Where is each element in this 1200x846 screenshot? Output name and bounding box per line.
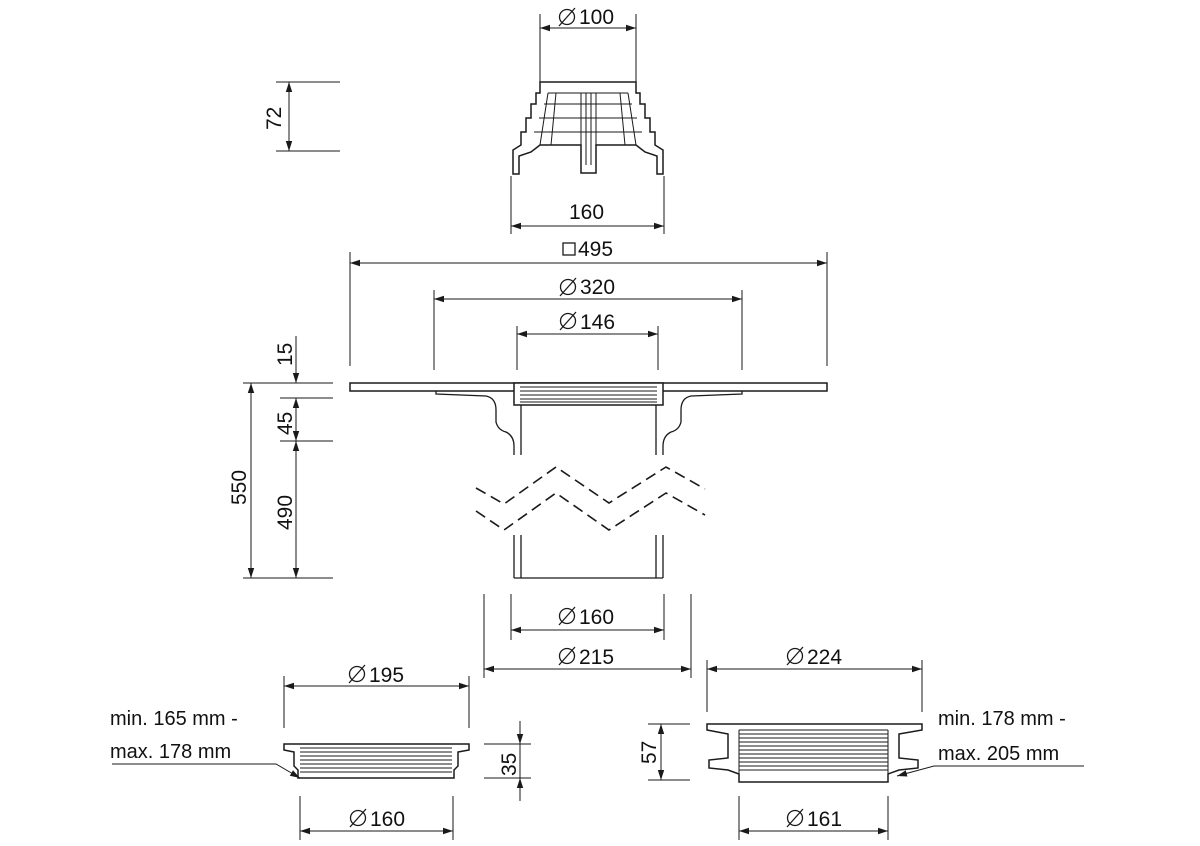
diameter-icon bbox=[786, 808, 804, 828]
dimension-label: 550 bbox=[228, 470, 251, 505]
dimension-label: 215 bbox=[579, 646, 614, 669]
dimension-label: 100 bbox=[579, 6, 614, 29]
dimension-right-ring-height: 57 bbox=[638, 723, 690, 781]
dimension-strainer-height: 72 bbox=[263, 81, 340, 152]
dimension-label: 160 bbox=[370, 808, 405, 831]
range-max-text: max. 205 mm bbox=[938, 743, 1059, 765]
dimension-label: 72 bbox=[263, 107, 286, 130]
dimension-pipe-diameter: 160 bbox=[510, 594, 665, 640]
range-max-text: max. 178 mm bbox=[110, 741, 231, 763]
dimension-left-ring-inner-diameter: 160 bbox=[299, 796, 454, 840]
dimension-label: 160 bbox=[569, 201, 604, 224]
right-ring-range-note: min. 178 mm - max. 205 mm bbox=[896, 708, 1084, 777]
dimension-label: 45 bbox=[274, 412, 297, 435]
dimension-right-ring-inner-diameter: 161 bbox=[738, 796, 889, 840]
diameter-icon bbox=[558, 606, 576, 626]
dimension-collar-height: 45 bbox=[274, 398, 333, 442]
dimension-outer-diameter: 215 bbox=[483, 594, 692, 678]
dimension-label: 35 bbox=[498, 753, 521, 776]
dimension-right-ring-outer-diameter: 224 bbox=[706, 646, 923, 712]
dimension-overall-height: 550 bbox=[228, 383, 255, 578]
dimension-flange-square: 495 bbox=[349, 238, 828, 366]
diameter-icon bbox=[348, 664, 366, 684]
dimension-pipe-length: 490 bbox=[243, 441, 333, 579]
dimension-flange-thickness: 15 bbox=[243, 336, 333, 408]
left-ring-range-note: min. 165 mm - max. 178 mm bbox=[110, 708, 301, 779]
dimension-label: 224 bbox=[807, 646, 842, 669]
dimension-label: 195 bbox=[369, 664, 404, 687]
dimension-label: 160 bbox=[579, 606, 614, 629]
dimension-left-ring-height: 35 bbox=[484, 721, 531, 801]
leaf-strainer bbox=[512, 81, 664, 175]
dimension-label: 15 bbox=[274, 343, 297, 366]
dimension-label: 146 bbox=[580, 311, 615, 334]
dimension-label: 161 bbox=[807, 808, 842, 831]
diameter-icon bbox=[559, 311, 577, 331]
diameter-icon bbox=[559, 277, 577, 297]
dimension-inlet-diameter: 146 bbox=[516, 311, 659, 370]
dimension-left-ring-outer-diameter: 195 bbox=[283, 664, 470, 728]
dimension-strainer-top-diameter: 100 bbox=[539, 6, 637, 82]
square-icon bbox=[562, 242, 576, 256]
right-extension-ring bbox=[706, 723, 923, 783]
diameter-icon bbox=[558, 646, 576, 666]
dimension-label: 490 bbox=[274, 495, 297, 530]
dimension-strainer-width: 160 bbox=[510, 176, 665, 234]
diameter-icon bbox=[349, 808, 367, 828]
diameter-icon bbox=[558, 7, 576, 27]
dimension-label: 320 bbox=[580, 276, 615, 299]
drain-body bbox=[349, 382, 828, 579]
left-extension-ring bbox=[283, 743, 470, 779]
diameter-icon bbox=[786, 646, 804, 666]
dimension-flange-diameter: 320 bbox=[433, 276, 743, 370]
range-min-text: min. 178 mm - bbox=[938, 708, 1066, 730]
dimension-label: 495 bbox=[578, 238, 613, 261]
dimension-label: 57 bbox=[638, 741, 661, 764]
range-min-text: min. 165 mm - bbox=[110, 708, 238, 730]
